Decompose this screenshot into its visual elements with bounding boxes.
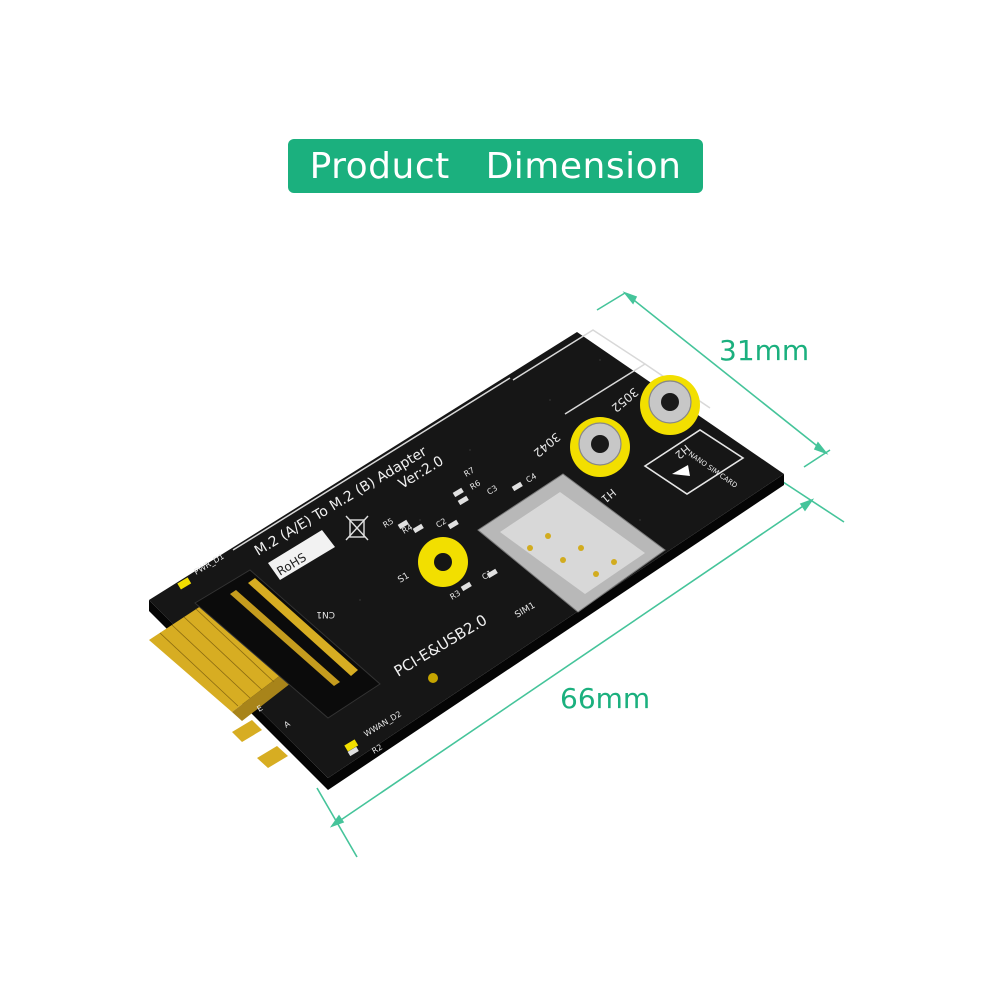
silk-cn1: CN1 [316,609,335,619]
sim-card-slot [477,473,666,613]
standoff-h2 [640,375,700,435]
silk-key-e: E [255,703,264,713]
test-pad [428,673,438,683]
weee-symbol-icon [345,515,369,541]
standoff-h1 [570,417,630,477]
length-dimension-label: 66mm [560,682,651,715]
title-banner: Product Dimension [288,139,703,193]
pcb-board: NANO SIM CARD RoHS M.2 (A/E) To M.2 (B) … [149,329,784,790]
width-dimension-label: 31mm [719,334,810,367]
dimension-lines [316,291,845,858]
title-text: Product Dimension [309,145,682,187]
silk-key-a: A [282,719,292,730]
gold-finger-connector [149,598,300,768]
smd-components [177,481,523,757]
screw-hole-s1 [418,537,468,587]
m2-slot [194,569,381,719]
